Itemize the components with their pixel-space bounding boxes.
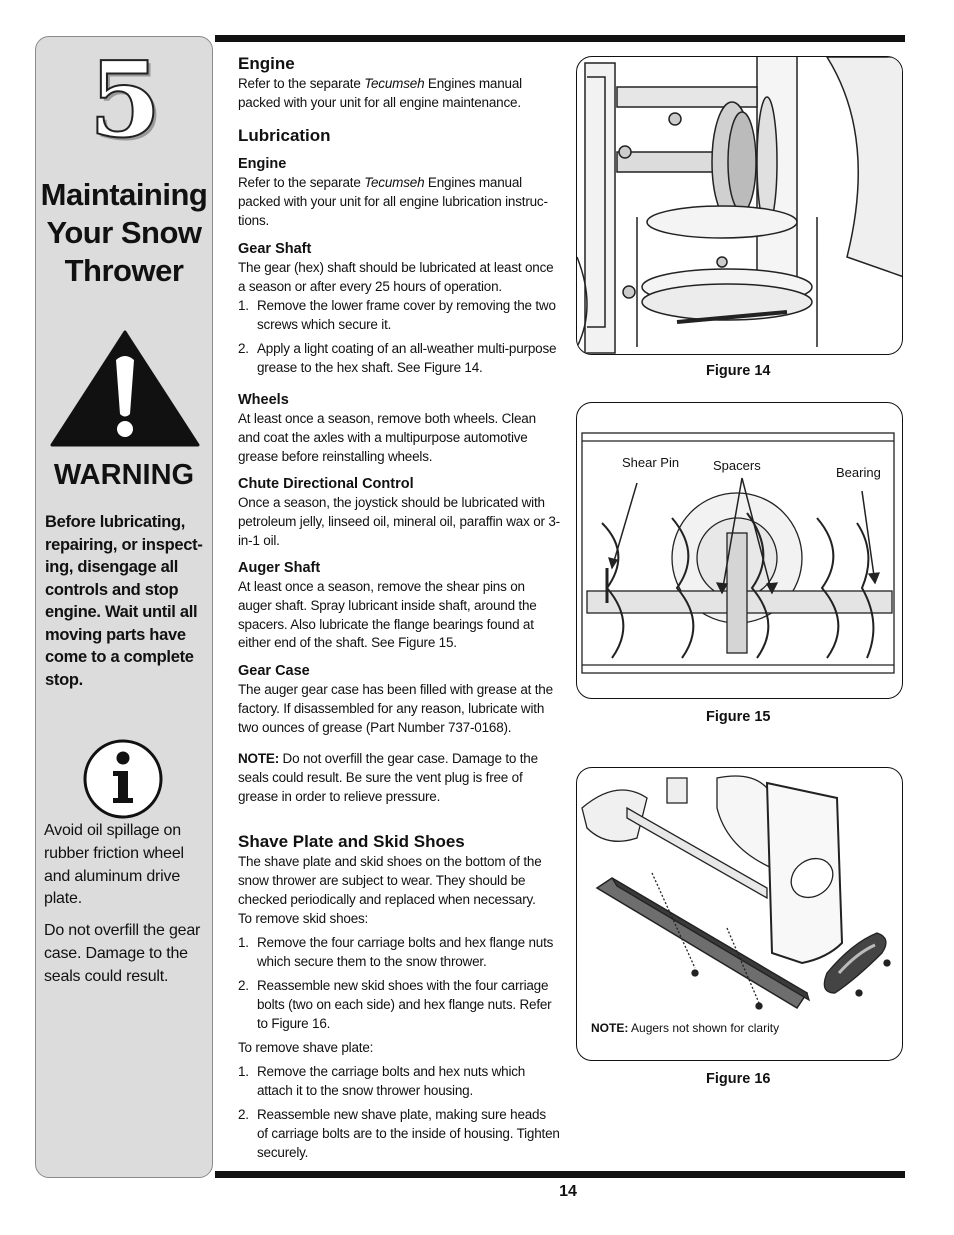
info-paragraph: Do not overfill the gear case. Damage to… [44,922,201,985]
chapter-number: 5 [88,38,162,161]
warning-triangle-icon [50,330,200,447]
wheels-subheading: Wheels [238,392,289,408]
figure-16-caption: Figure 16 [706,1071,771,1087]
chapter-title-line: Maintaining [40,177,208,212]
list-item: 2.Reassemble new shave plate, making sur… [238,1107,560,1160]
chapter-title: Maintaining Your Snow Thrower [35,176,213,290]
info-notes: Avoid oil spillage on rubber friction wh… [44,820,209,998]
figure-15-illustration: Shear Pin Spacers Bearing [576,402,903,699]
figure-14-caption: Figure 14 [706,363,771,379]
list-item: 2.Apply a light coating of an all-weathe… [238,341,557,375]
gear-case-subheading: Gear Case [238,663,310,679]
engine-heading: Engine [238,54,295,73]
list-item: 1.Remove the lower frame cover by removi… [238,298,556,332]
figure-16-note: NOTE: Augers not shown for clarity [591,1021,780,1035]
wheels-text: At least once a season, remove both whee… [238,411,536,464]
shave-plate-label: To remove shave plate: [238,1040,374,1055]
bottom-rule [215,1171,905,1178]
auger-shaft-subheading: Auger Shaft [238,560,321,576]
warning-heading: WARNING [53,459,195,491]
chapter-title-line: Your Snow [46,215,202,250]
spacers-label: Spacers [713,458,761,473]
list-item: 1.Remove the four carriage bolts and hex… [238,935,554,969]
info-paragraph: Avoid oil spillage on rubber friction wh… [44,822,184,908]
warning-text: Before lubricating, repairing, or inspec… [45,513,203,689]
brand-name: Tecumseh [364,175,425,190]
list-item: 2.Reassemble new skid shoes with the fou… [238,978,552,1031]
figure-14-illustration [576,56,903,355]
lubrication-heading: Lubrication [238,126,331,145]
shave-plate-drawing [581,775,891,1010]
auger-shaft-drawing [581,432,895,674]
auger-shaft-text: At least once a season, remove the shear… [238,579,537,651]
chute-subheading: Chute Directional Control [238,476,414,492]
top-rule [215,35,905,42]
gear-case-text: The auger gear case has been filled with… [238,682,553,735]
gear-case-note: NOTE: Do not overfill the gear case. Dam… [238,751,538,804]
sidebar-panel [35,36,213,1178]
page-number: 14 [559,1183,577,1200]
gear-shaft-drawing [577,57,902,354]
figure-16-illustration: NOTE: Augers not shown for clarity [576,767,903,1061]
lube-engine-subheading: Engine [238,156,287,172]
list-item: 1.Remove the carriage bolts and hex nuts… [238,1064,526,1098]
shave-plate-heading: Shave Plate and Skid Shoes [238,832,465,851]
engine-text: Refer to the separate Tecumseh Engines m… [238,76,522,110]
brand-name: Tecumseh [364,76,425,91]
gear-shaft-subheading: Gear Shaft [238,241,312,257]
gear-shaft-text: The gear (hex) shaft should be lubricate… [238,260,554,294]
info-icon [83,739,163,819]
shear-pin-label: Shear Pin [622,455,680,470]
lube-engine-text: Refer to the separate Tecumseh Engines m… [238,175,548,228]
chute-text: Once a season, the joystick should be lu… [238,495,560,548]
chapter-title-line: Thrower [64,253,184,288]
shave-plate-intro: The shave plate and skid shoes on the bo… [238,854,542,907]
skid-shoes-label: To remove skid shoes: [238,911,369,926]
bearing-label: Bearing [836,465,881,480]
figure-15-caption: Figure 15 [706,709,771,725]
note-label: NOTE: [238,751,279,766]
